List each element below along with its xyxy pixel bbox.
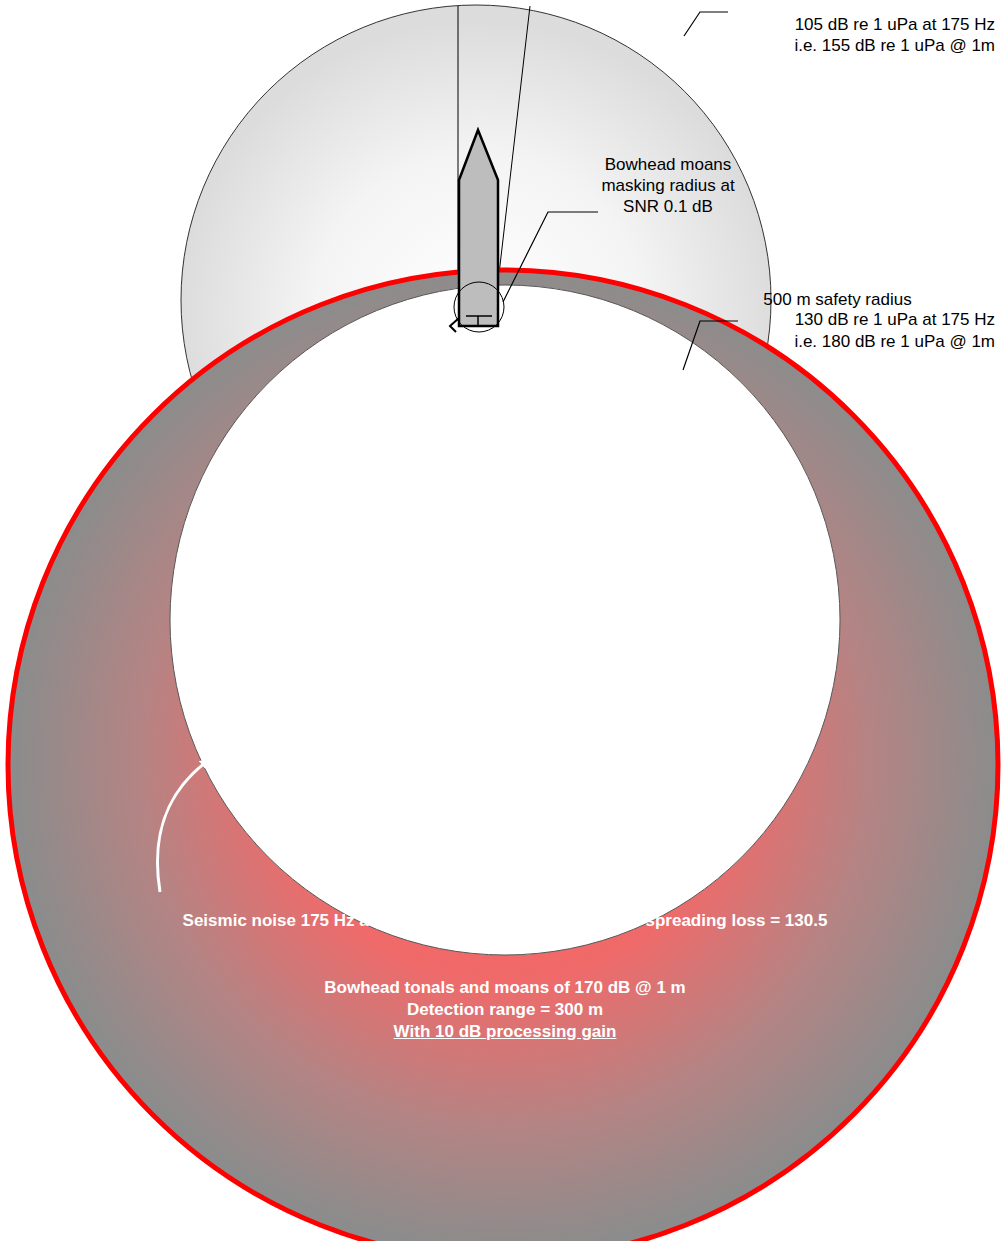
ring-note: Detection range = 300 m — [170, 999, 840, 1020]
level-label: i.e. 155 dB re 1 uPa @ 1m — [700, 35, 995, 56]
leader-line — [683, 321, 738, 370]
radius-label: 500 m safety radius — [745, 289, 930, 310]
leader-line — [684, 12, 728, 36]
sector-line — [496, 6, 530, 300]
vessel — [459, 130, 498, 326]
callout-label: Bowhead moans masking radius at SNR 0.1 … — [598, 154, 738, 217]
ring-note: Seismic noise 175 Hz at hydrophone assum… — [170, 910, 840, 952]
level-label: i.e. 180 dB re 1 uPa @ 1m — [740, 331, 995, 352]
pointer-arrow — [157, 762, 206, 892]
masking-circle — [454, 282, 504, 332]
level-label: 105 dB re 1 uPa at 175 Hz — [700, 14, 995, 35]
safety-radius-circle — [8, 270, 998, 1241]
inner-circle — [170, 285, 840, 955]
ring-note: Bowhead tonals and moans of 170 dB @ 1 m — [170, 977, 840, 998]
vessel-detail — [477, 316, 479, 326]
ring-note: With 10 dB processing gain — [170, 1021, 840, 1042]
leader-line — [503, 212, 598, 302]
safety-ring — [8, 270, 998, 1241]
vessel-detail — [466, 315, 492, 317]
level-label: 130 dB re 1 uPa at 175 Hz — [740, 309, 995, 330]
